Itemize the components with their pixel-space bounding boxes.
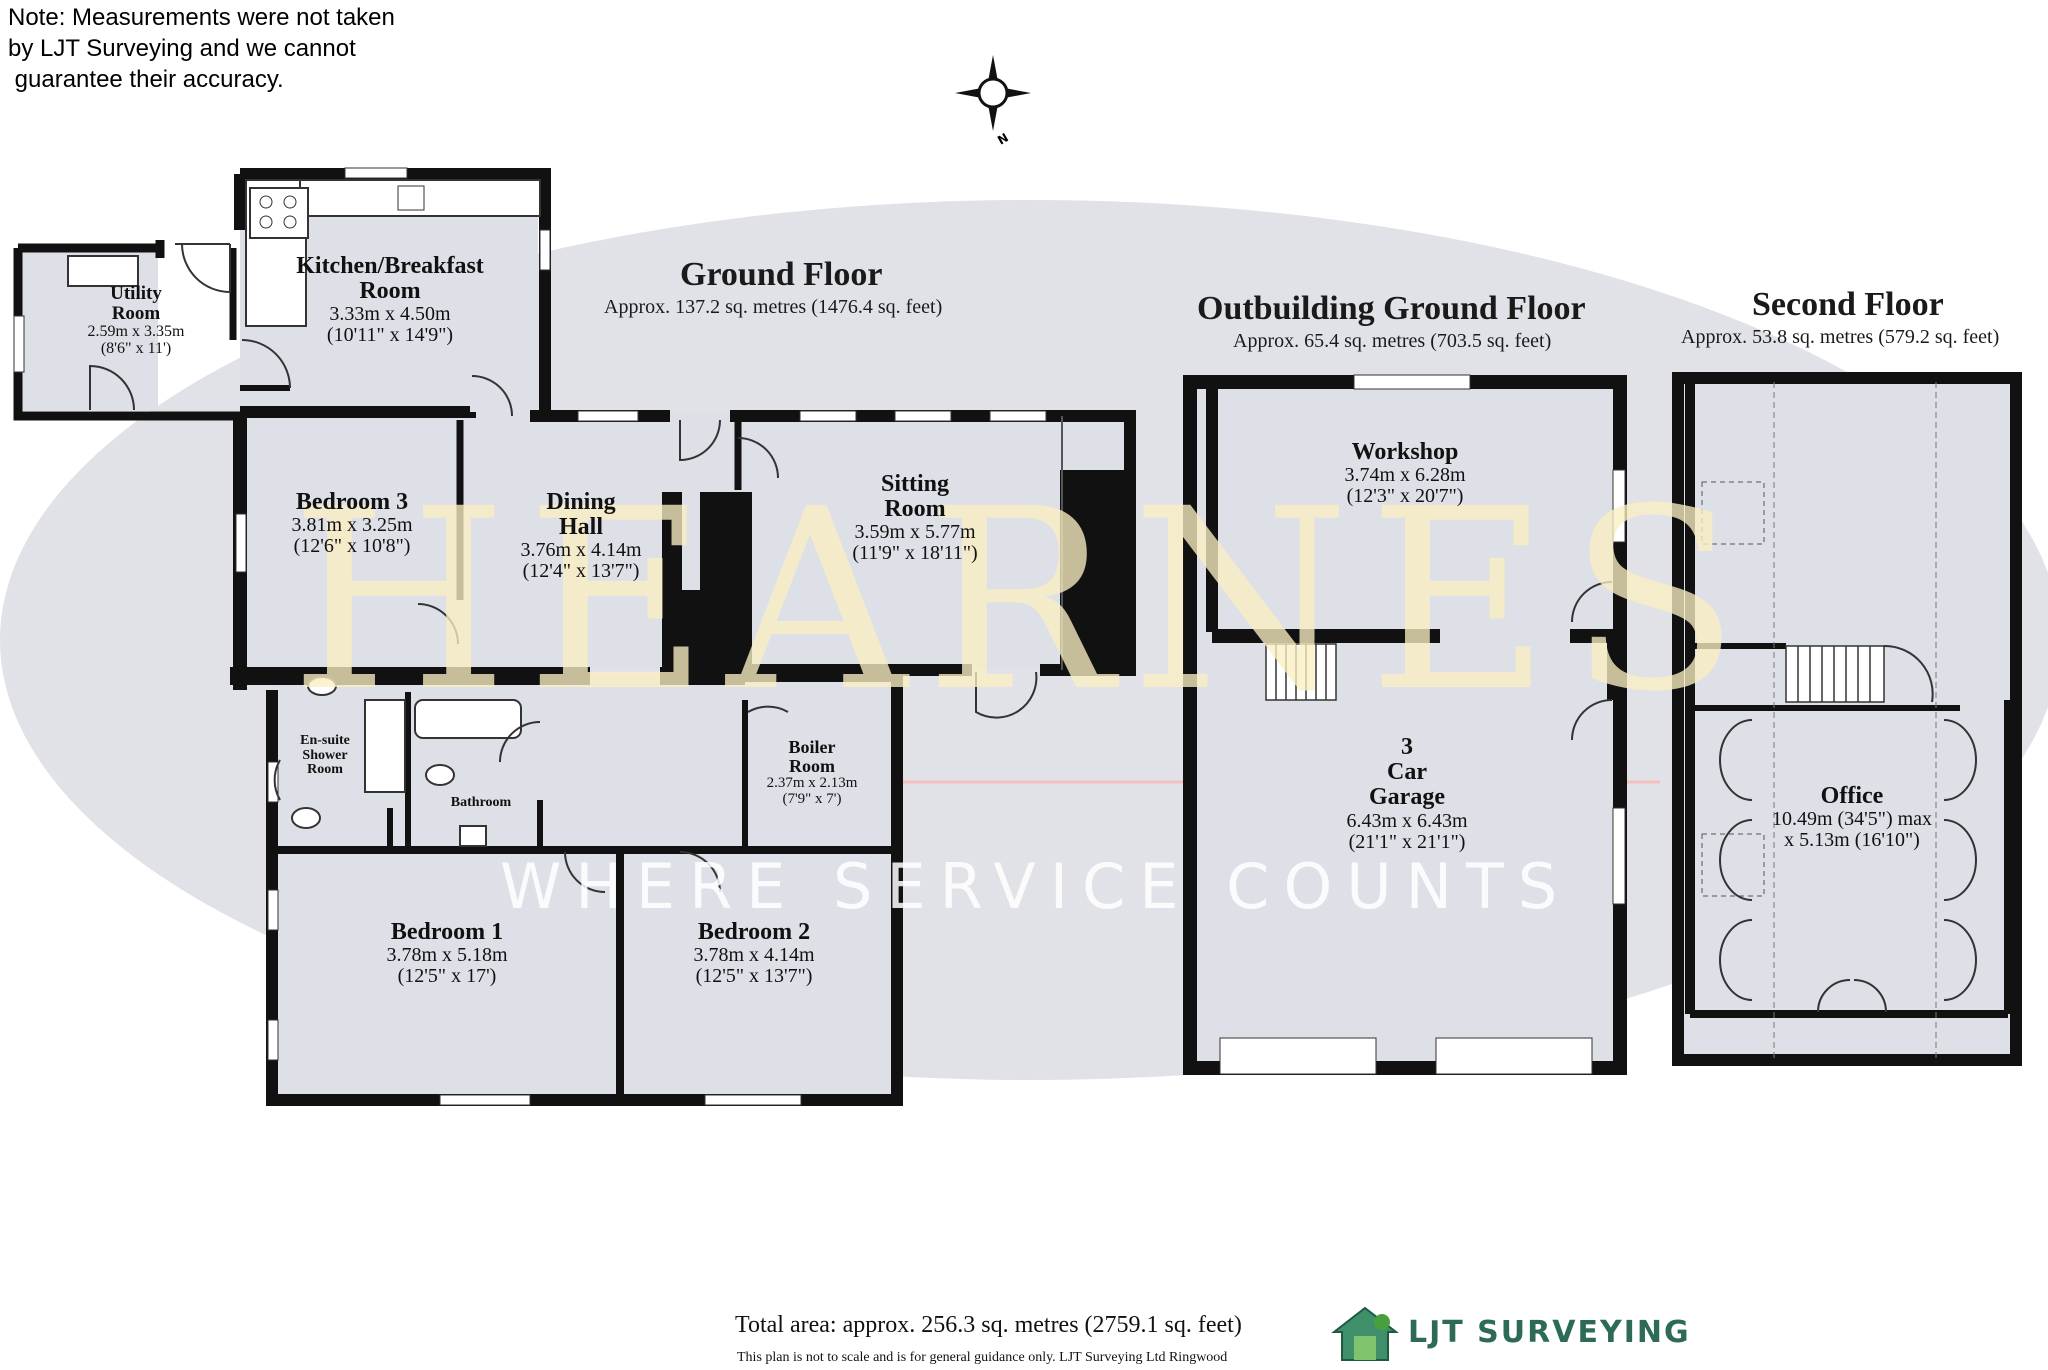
room-label-workshop: Workshop 3.74m x 6.28m(12'3" x 20'7") [1344,439,1466,508]
ground-floor-area: Approx. 137.2 sq. metres (1476.4 sq. fee… [604,296,943,318]
outbuilding-outer-walls [1183,375,1627,1075]
outbuilding-floor-title: Outbuilding Ground Floor [1197,290,1586,327]
room-label-bedroom-3: Bedroom 3 3.81m x 3.25m(12'6" x 10'8") [291,489,413,558]
second-floor-area: Approx. 53.8 sq. metres (579.2 sq. feet) [1681,326,2000,348]
second-floor-plan [1672,372,2022,1066]
outbuilding-floor-area: Approx. 65.4 sq. metres (703.5 sq. feet) [1233,330,1552,352]
watermark-tagline: WHERE SERVICE COUNTS [500,850,1572,923]
second-floor-stairs [1785,645,1885,703]
disclaimer-text: This plan is not to scale and is for gen… [737,1350,1228,1365]
kitchen-walls [240,168,551,410]
total-area: Total area: approx. 256.3 sq. metres (27… [735,1312,1242,1338]
ljt-logo-icon [1331,1306,1399,1361]
second-floor-title: Second Floor [1752,286,1944,323]
outbuilding-stairs [1265,643,1337,701]
compass-rose [955,55,1031,131]
ground-floor-title: Ground Floor [680,256,883,293]
utility-room-walls [13,243,240,421]
outbuilding-plan [1183,374,1627,1075]
watermark-logo-text: HEARNES [290,455,1758,746]
second-floor-outer-walls [1672,372,2022,1066]
room-label-bedroom-1: Bedroom 1 3.78m x 5.18m(12'5" x 17') [386,919,508,988]
measurement-note: Note: Measurements were not taken by LJT… [8,4,395,93]
ground-floor-plan [13,167,1136,1106]
room-label-bathroom: Bathroom [450,795,512,810]
room-label-bedroom-2: Bedroom 2 3.78m x 4.14m(12'5" x 13'7") [693,919,815,988]
ljt-surveying-brand: LJT SURVEYING [1408,1315,1691,1350]
